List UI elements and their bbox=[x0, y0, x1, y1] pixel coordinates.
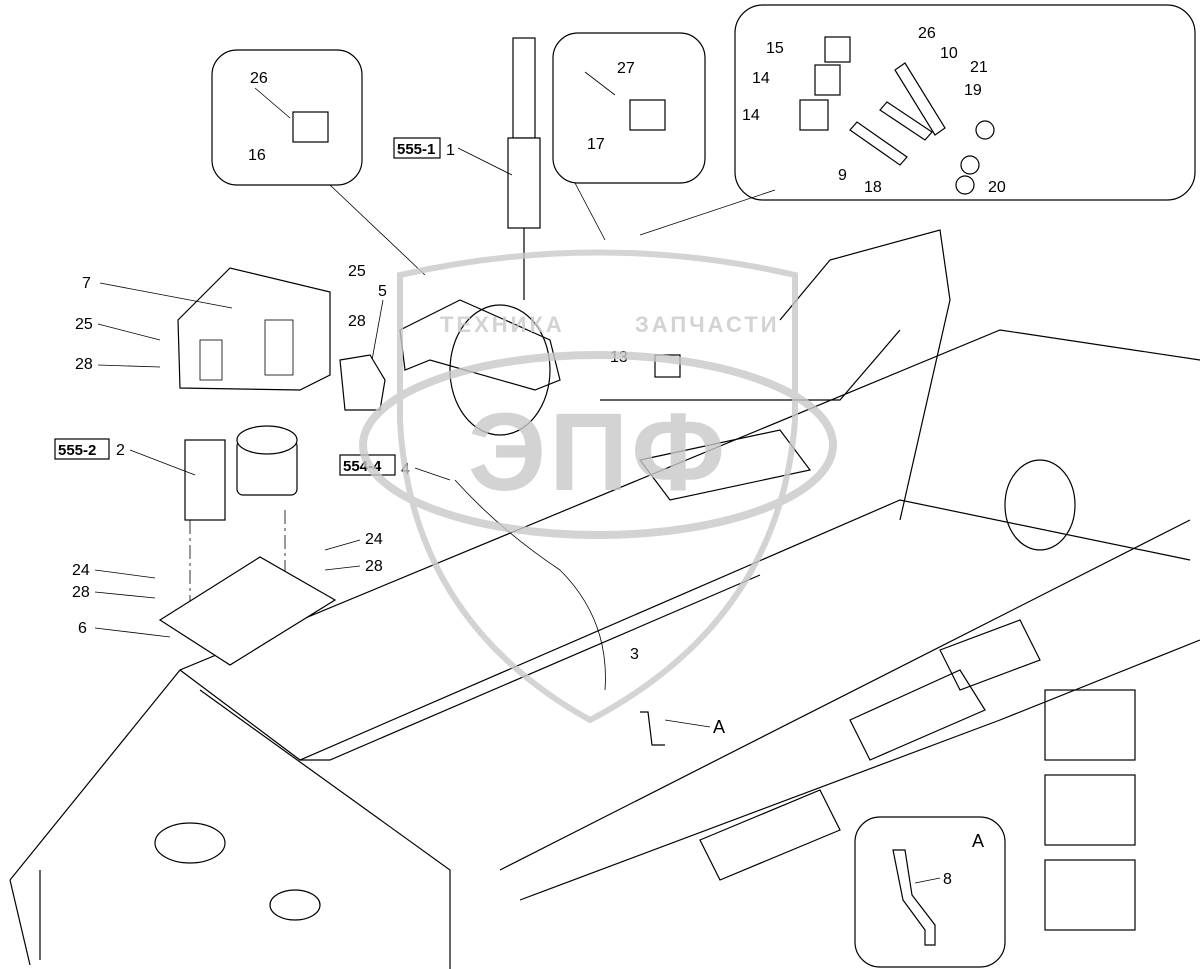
label-25b: 25 bbox=[348, 263, 366, 280]
callout-rods: 15 26 10 21 14 19 14 9 18 20 bbox=[639, 4, 1196, 236]
label-14a: 14 bbox=[752, 70, 770, 87]
label-27: 27 bbox=[617, 60, 635, 77]
label-28b: 28 bbox=[348, 313, 366, 330]
label-28c: 28 bbox=[72, 584, 90, 601]
label-21: 21 bbox=[970, 59, 988, 76]
label-6: 6 bbox=[78, 620, 87, 637]
callout-bracket-16: 26 16 bbox=[211, 49, 426, 276]
label-15: 15 bbox=[766, 40, 784, 57]
label-28d: 28 bbox=[365, 558, 383, 575]
pump-unit-2 bbox=[184, 425, 298, 521]
label-18: 18 bbox=[864, 179, 882, 196]
label-9: 9 bbox=[838, 167, 847, 184]
label-16: 16 bbox=[248, 147, 266, 164]
ref-555-1[interactable]: 555-1 bbox=[397, 141, 435, 158]
callout-bracket-17: 27 17 bbox=[552, 32, 706, 241]
label-a: A bbox=[713, 717, 725, 737]
block-5 bbox=[339, 354, 386, 411]
label-17: 17 bbox=[587, 136, 605, 153]
label-26b: 26 bbox=[918, 25, 936, 42]
watermark: ТЕХНИКА ЗАПЧАСТИ ЭПФ bbox=[359, 249, 837, 724]
hydraulic-cylinder bbox=[399, 37, 561, 436]
label-3: 3 bbox=[630, 646, 639, 663]
label-28a: 28 bbox=[75, 356, 93, 373]
watermark-text-right: ЗАПЧАСТИ bbox=[635, 312, 780, 337]
watermark-logo: ЭПФ bbox=[468, 391, 728, 514]
label-5: 5 bbox=[378, 283, 387, 300]
label-8: 8 bbox=[943, 871, 952, 888]
label-2: 2 bbox=[116, 442, 125, 459]
mounting-plate-6 bbox=[158, 556, 337, 666]
wire-harness-3 bbox=[454, 479, 606, 691]
label-20: 20 bbox=[988, 179, 1006, 196]
watermark-text-left: ТЕХНИКА bbox=[440, 312, 565, 337]
cover-7 bbox=[177, 267, 331, 391]
label-19: 19 bbox=[964, 82, 982, 99]
label-14b: 14 bbox=[742, 107, 760, 124]
label-26: 26 bbox=[250, 70, 268, 87]
bracket-a bbox=[640, 711, 665, 746]
machine-frame bbox=[9, 229, 1200, 969]
bracket-8 bbox=[892, 849, 936, 946]
detail-a-title: A bbox=[972, 831, 984, 851]
label-10: 10 bbox=[940, 45, 958, 62]
label-24b: 24 bbox=[365, 531, 383, 548]
label-7: 7 bbox=[82, 275, 91, 292]
ref-box-555-1[interactable] bbox=[393, 137, 441, 159]
label-24a: 24 bbox=[72, 562, 90, 579]
ref-555-2[interactable]: 555-2 bbox=[58, 442, 96, 459]
detail-a: A 8 bbox=[854, 816, 1006, 968]
label-25a: 25 bbox=[75, 316, 93, 333]
label-1: 1 bbox=[446, 142, 455, 159]
ref-box-555-2[interactable] bbox=[54, 438, 110, 460]
